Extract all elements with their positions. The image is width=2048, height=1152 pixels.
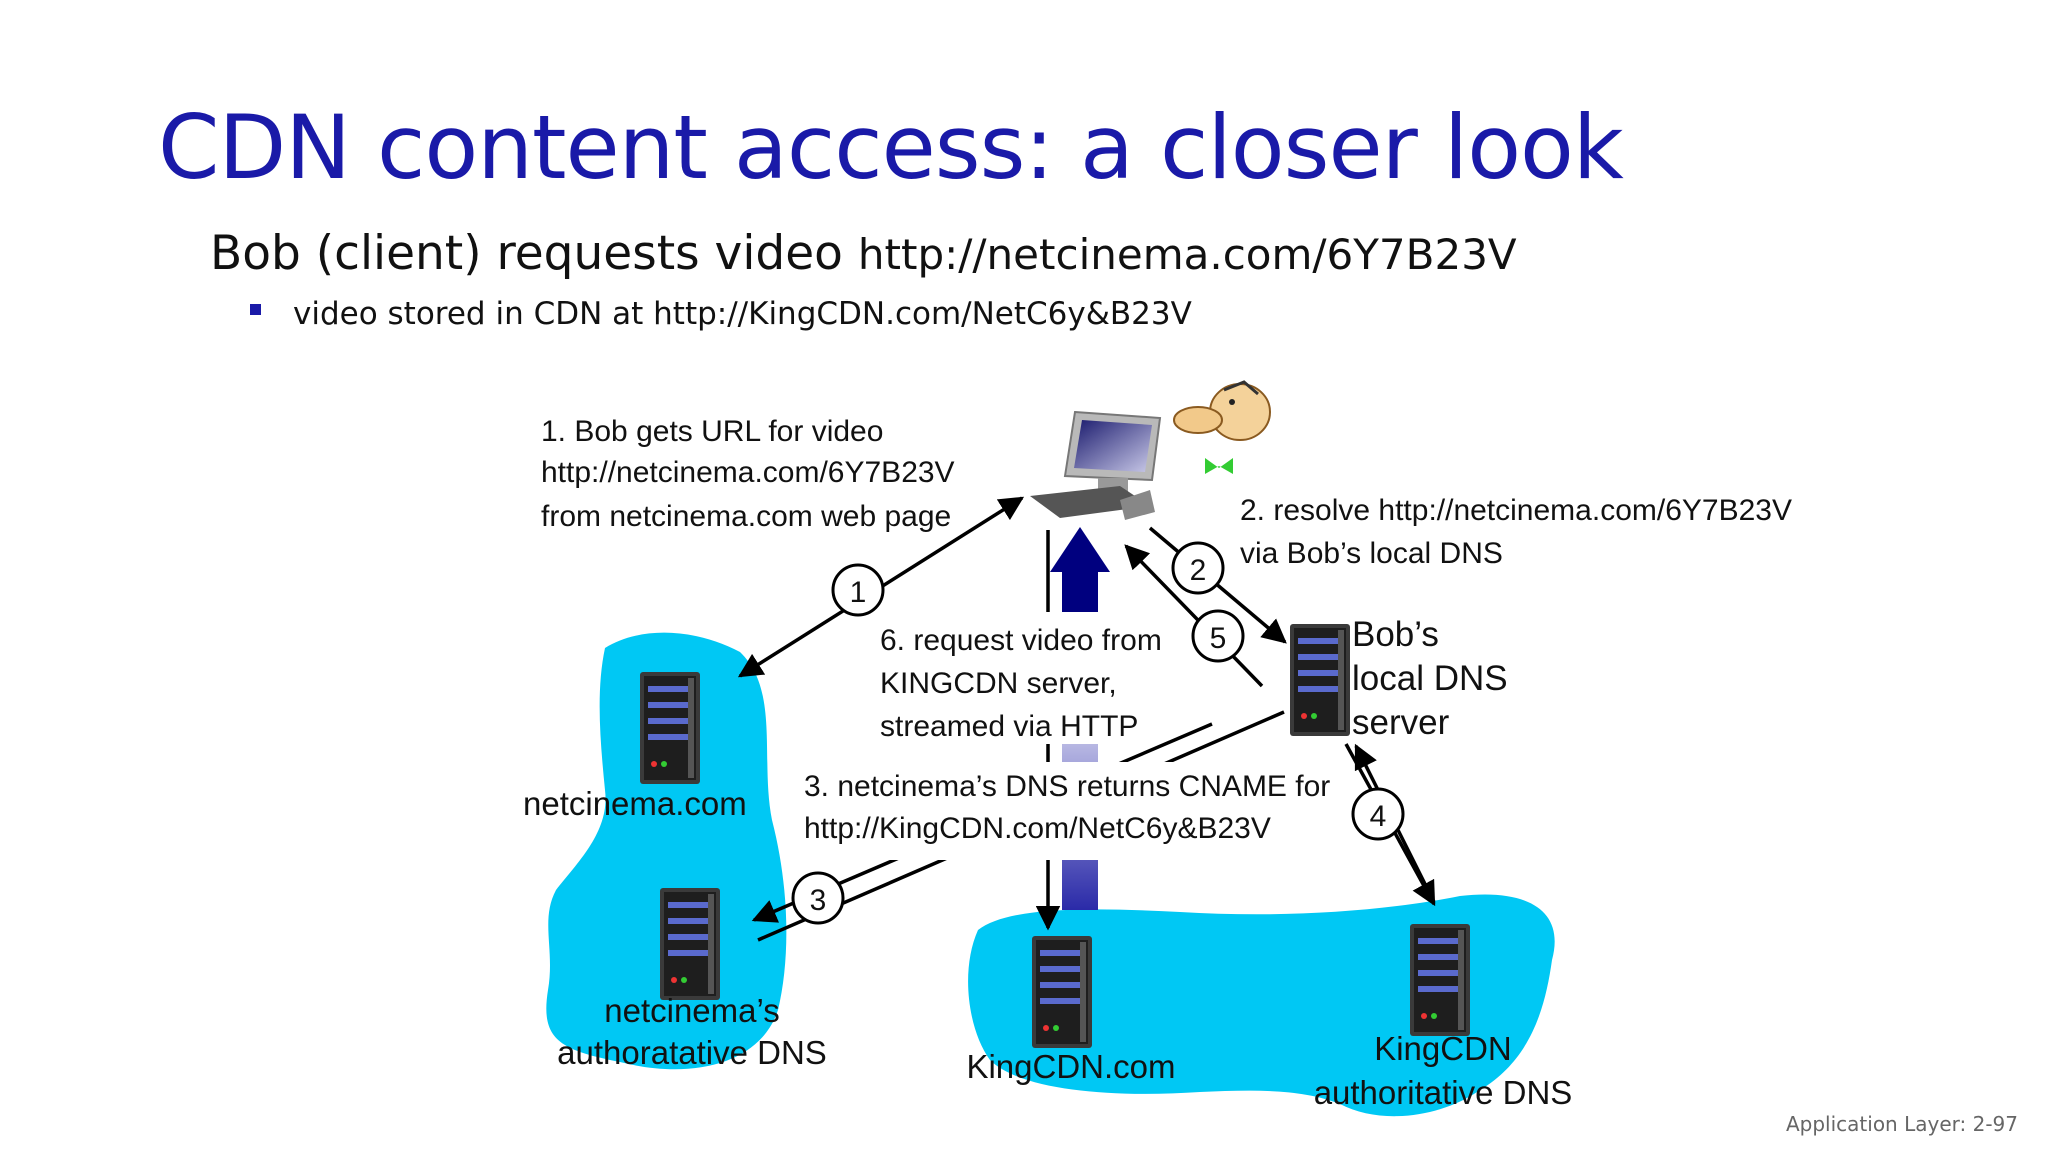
kingcdn-server-icon: [1032, 936, 1092, 1048]
step3-label-bg: [800, 762, 1306, 860]
netcinema-dns-label: netcinema’s authoratative DNS: [557, 992, 827, 1071]
kingcdn-label: KingCDN.com: [966, 1048, 1175, 1085]
bob-computer-icon: [1030, 410, 1162, 520]
kingcdn-cloud: [968, 894, 1555, 1117]
step2-number: 2: [1190, 554, 1207, 587]
step4-number: 4: [1370, 800, 1387, 833]
netcinema-dns-line2: authoratative DNS: [557, 1034, 827, 1071]
kingcdn-dns-line1: KingCDN: [1374, 1030, 1512, 1067]
step3-number: 3: [810, 884, 827, 917]
step5-badge: 5: [1191, 609, 1245, 663]
step3-label: 3. netcinema’s DNS returns CNAME for htt…: [804, 770, 1330, 845]
bullet-item: video stored in CDN at http://KingCDN.co…: [250, 296, 1192, 332]
step3-line1: 3. netcinema’s DNS returns CNAME for: [804, 770, 1330, 803]
step4-badge: 4: [1351, 787, 1405, 841]
step5-number: 5: [1210, 622, 1227, 655]
step6-label: 6. request video from KINGCDN server, st…: [880, 624, 1162, 743]
step1-line1: 1. Bob gets URL for video: [541, 415, 883, 448]
step6-label-bg: [876, 612, 1152, 744]
local-dns-server-icon: [1290, 624, 1350, 736]
local-dns-line2: local DNS: [1352, 659, 1508, 698]
kingcdn-dns-label: KingCDN authoritative DNS: [1314, 1030, 1573, 1111]
step6-line1: 6. request video from: [880, 624, 1162, 657]
netcinema-dns-server-icon: [660, 888, 720, 1000]
step1-line2: http://netcinema.com/6Y7B23V: [541, 456, 955, 489]
step2-line2: via Bob’s local DNS: [1240, 537, 1503, 570]
video-stream-arrow-body: [1062, 570, 1098, 620]
step1-label: 1. Bob gets URL for video http://netcine…: [541, 415, 955, 533]
video-stream-arrow-head: [1050, 527, 1110, 572]
bob-face-icon: [1173, 380, 1271, 474]
kingcdn-dns-server-icon: [1410, 924, 1470, 1036]
step3-line2: http://KingCDN.com/NetC6y&B23V: [804, 812, 1271, 845]
kingcdn-dns-line2: authoritative DNS: [1314, 1074, 1573, 1111]
local-dns-line3: server: [1352, 703, 1450, 742]
step1-number: 1: [850, 576, 867, 609]
step2-label: 2. resolve http://netcinema.com/6Y7B23V …: [1240, 494, 1792, 570]
step1-badge: 1: [831, 563, 885, 617]
step3-badge: 3: [791, 871, 845, 925]
subtitle-prefix: Bob (client) requests video: [210, 226, 858, 281]
step6-line2: KINGCDN server,: [880, 667, 1117, 700]
slide-footer: Application Layer: 2-97: [1785, 1112, 2018, 1136]
step2-line1: 2. resolve http://netcinema.com/6Y7B23V: [1240, 494, 1792, 527]
slide-subtitle: Bob (client) requests video http://netci…: [210, 226, 1517, 281]
step1-line3: from netcinema.com web page: [541, 500, 951, 533]
local-dns-label: Bob’s local DNS server: [1352, 615, 1508, 742]
netcinema-cloud: [546, 632, 787, 1070]
step2-badge: 2: [1171, 541, 1225, 595]
netcinema-server-icon: [640, 672, 700, 784]
step6-line3: streamed via HTTP: [880, 710, 1138, 743]
netcinema-dns-line1: netcinema’s: [604, 992, 780, 1029]
local-dns-line1: Bob’s: [1352, 615, 1439, 654]
slide-title: CDN content access: a closer look: [158, 96, 1624, 199]
step5-arrow-back: [1124, 544, 1264, 688]
bullet-square-icon: [250, 304, 261, 315]
netcinema-label: netcinema.com: [523, 785, 747, 822]
subtitle-url: http://netcinema.com/6Y7B23V: [857, 230, 1517, 279]
bullet-text: video stored in CDN at http://KingCDN.co…: [293, 296, 1192, 332]
